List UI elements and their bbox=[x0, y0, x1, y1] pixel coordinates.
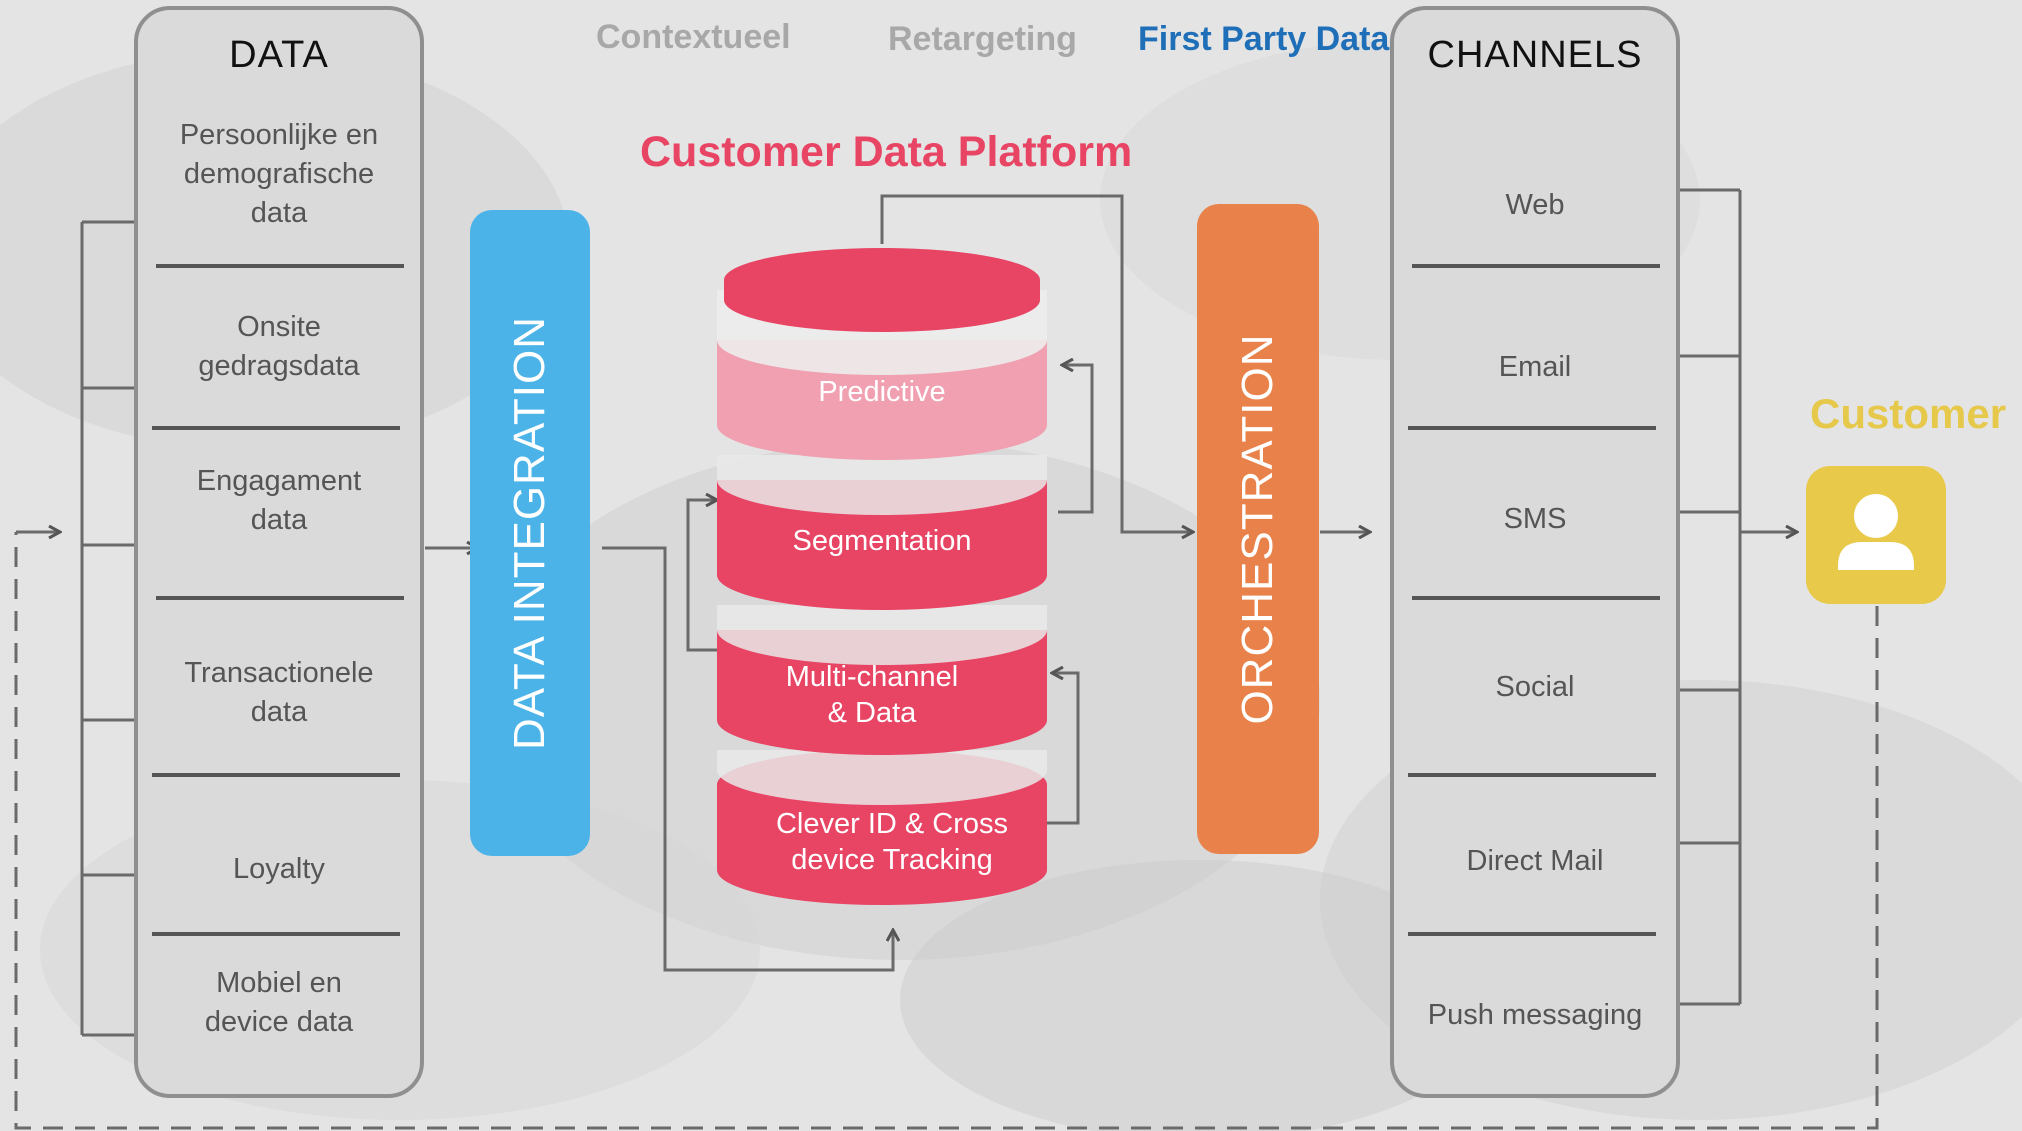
channel-item-web: Web bbox=[1505, 189, 1565, 221]
data-panel-title: DATA bbox=[229, 34, 329, 76]
data-panel: DATA Persoonlijke en demografische data … bbox=[134, 6, 424, 1098]
cdp-title: Customer Data Platform bbox=[640, 128, 1133, 176]
data-item: Loyalty bbox=[233, 853, 325, 885]
divider bbox=[1412, 596, 1660, 600]
divider bbox=[152, 426, 400, 430]
channel-item-sms: SMS bbox=[1503, 503, 1567, 535]
data-item: Mobiel en device data bbox=[204, 967, 354, 1038]
layer-label-segmentation: Segmentation bbox=[792, 525, 972, 557]
divider bbox=[156, 264, 404, 268]
layer-label-clever-id: Clever ID & Cross device Tracking bbox=[775, 808, 1009, 876]
orchestration-bar: ORCHESTRATION bbox=[1197, 204, 1319, 854]
divider bbox=[1412, 264, 1660, 268]
divider bbox=[152, 932, 400, 936]
divider bbox=[1408, 932, 1656, 936]
data-item: Transactionele data bbox=[184, 657, 374, 728]
user-icon bbox=[1838, 494, 1914, 570]
layer-label-multichannel: Multi-channel & Data bbox=[785, 661, 959, 729]
channel-item-social: Social bbox=[1495, 671, 1575, 703]
data-item: Onsite gedragsdata bbox=[198, 311, 360, 382]
orchestration-label: ORCHESTRATION bbox=[1233, 333, 1282, 725]
layer-label-predictive: Predictive bbox=[818, 376, 946, 408]
label-first-party-data: First Party Data bbox=[1138, 20, 1390, 58]
divider bbox=[1408, 773, 1656, 777]
data-item: Engagament data bbox=[196, 465, 362, 536]
customer-box bbox=[1806, 466, 1946, 604]
customer-label: Customer bbox=[1810, 390, 2007, 437]
data-integration-bar: DATA INTEGRATION bbox=[470, 210, 590, 856]
label-retargeting: Retargeting bbox=[888, 20, 1077, 58]
divider bbox=[152, 773, 400, 777]
channels-panel-title: CHANNELS bbox=[1427, 34, 1643, 76]
label-contextueel: Contextueel bbox=[596, 18, 791, 56]
channels-panel: CHANNELS Web Email SMS Social Direct Mai… bbox=[1390, 6, 1680, 1098]
data-item: Persoonlijke en demografische data bbox=[179, 119, 379, 229]
channel-item-push: Push messaging bbox=[1427, 999, 1643, 1031]
divider bbox=[1408, 426, 1656, 430]
data-integration-label: DATA INTEGRATION bbox=[505, 315, 554, 751]
divider bbox=[156, 596, 404, 600]
channel-item-email: Email bbox=[1498, 351, 1572, 383]
channel-item-direct-mail: Direct Mail bbox=[1466, 845, 1604, 877]
